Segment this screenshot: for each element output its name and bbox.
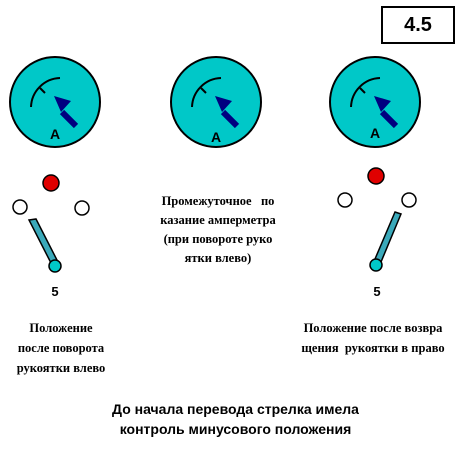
bottom-note-line: контроль минусового положения — [119, 421, 352, 437]
ammeter-2-label: A — [211, 129, 221, 145]
ammeter-1: A — [9, 56, 101, 148]
pivot-3 — [369, 258, 383, 272]
ammeter-2: A — [170, 56, 262, 148]
left-contact-3 — [337, 192, 353, 208]
bottom-note: До начала перевода стрелка имела контрол… — [0, 399, 471, 439]
caption-line: казание амперметра — [160, 213, 276, 227]
handle-1 — [27, 218, 60, 267]
ammeter-3-label: A — [370, 125, 380, 141]
caption-intermediate: Промежуточное по казание амперметра (при… — [128, 192, 308, 268]
pivot-1 — [48, 259, 62, 273]
left-contact-1 — [12, 199, 28, 215]
bottom-note-line: До начала перевода стрелка имела — [112, 401, 359, 417]
slide-number-badge: 4.5 — [381, 6, 455, 44]
right-contact-1 — [74, 200, 90, 216]
caption-line: (при повороте руко — [163, 232, 273, 246]
red-contact-1 — [42, 174, 60, 192]
caption-line: после поворота — [17, 341, 105, 355]
caption-line: щения рукоятки в право — [301, 341, 445, 355]
ammeter-3: A — [329, 56, 421, 148]
caption-line: ятки влево) — [184, 251, 252, 265]
handle-3 — [374, 211, 403, 264]
red-contact-3 — [367, 167, 385, 185]
caption-line: Положение — [29, 321, 93, 335]
handle-number-3: 5 — [373, 284, 380, 299]
caption-line: Положение после возвра — [303, 321, 443, 335]
caption-return-position: Положение после возвра щения рукоятки в … — [276, 318, 470, 358]
switch-3: 5 — [337, 167, 417, 299]
caption-line: Промежуточное по — [161, 194, 275, 208]
right-contact-3 — [401, 192, 417, 208]
caption-line: рукоятки влево — [16, 361, 106, 375]
switch-1: 5 — [12, 174, 90, 299]
caption-left-position: Положение после поворота рукоятки влево — [0, 318, 122, 378]
ammeter-1-label: A — [50, 126, 60, 142]
handle-number-1: 5 — [51, 284, 58, 299]
